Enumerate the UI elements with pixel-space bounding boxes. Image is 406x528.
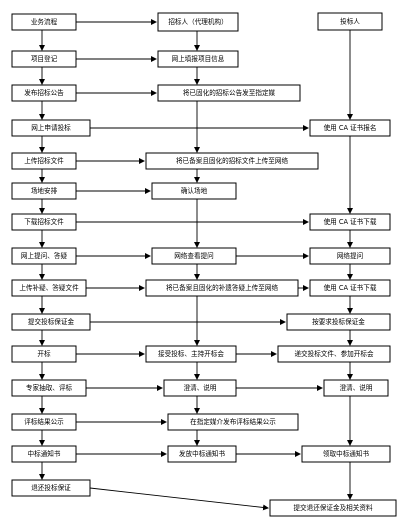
node-download-tender-doc: 下载招标文件 (24, 217, 64, 226)
node-refund-deposit-box (11, 479, 91, 497)
node-upload-tender-doc-box (11, 152, 77, 170)
node-evaluation-result: 评标结果公示 (24, 417, 64, 426)
node-online-project-info-box (157, 50, 239, 68)
node-view-questions-box (151, 247, 237, 265)
node-upload-to-network: 将已备案且固化的招标文件上传至网络 (176, 156, 288, 165)
node-expert-evaluation-box (11, 379, 87, 397)
node-submit-deposit-box (11, 313, 91, 331)
node-publish-media-box (157, 84, 301, 102)
node-confirm-venue-box (151, 182, 237, 200)
node-business-flow: 业务流程 (31, 17, 58, 26)
node-online-project-info: 网上填报项目信息 (172, 54, 225, 63)
node-clarify-agent-box (163, 379, 237, 397)
node-view-questions: 网络查看提问 (174, 251, 214, 260)
node-award-notice: 中标通知书 (28, 449, 61, 458)
node-expert-evaluation: 专家抽取、评标 (26, 383, 73, 392)
node-submit-bid-docs-box (277, 345, 391, 363)
node-ask-online-box (309, 247, 391, 265)
node-online-qa-box (11, 247, 77, 265)
node-publish-notice: 发布招标公告 (24, 88, 64, 97)
node-download-tender-doc-box (11, 213, 77, 231)
node-upload-supplement: 上传补疑、答疑文件 (19, 283, 79, 292)
node-online-apply: 网上申请投标 (31, 123, 71, 132)
node-result-media: 在指定媒介发布评标结果公示 (190, 417, 276, 426)
node-receive-award-notice-box (301, 445, 391, 463)
node-receive-award-notice: 领取中标通知书 (323, 449, 370, 458)
node-refund-documents-box (269, 499, 397, 517)
node-issue-award-notice: 发放中标通知书 (179, 449, 226, 458)
node-submit-deposit: 提交投标保证金 (28, 317, 75, 326)
node-business-flow-box (11, 13, 77, 31)
node-refund-documents: 提交退还保证金及相关资料 (293, 503, 373, 512)
node-project-registration-box (11, 50, 77, 68)
node-submit-bid-docs: 递交投标文件、参加开标会 (294, 349, 374, 358)
node-project-registration: 项目登记 (31, 54, 58, 63)
node-bidder: 投标人 (340, 17, 360, 26)
node-ca-download-box (309, 213, 391, 231)
node-upload-to-network-box (145, 152, 319, 170)
node-ca-download: 使用 CA 证书下载 (324, 217, 377, 226)
node-clarify-agent: 澄清、说明 (184, 383, 217, 392)
node-pay-deposit-box (286, 313, 391, 331)
node-ca-register-box (309, 119, 391, 137)
node-bid-opening-box (11, 345, 77, 363)
node-evaluation-result-box (11, 413, 77, 431)
node-ca-download-2-box (309, 279, 391, 297)
node-award-notice-box (11, 445, 77, 463)
node-clarify-bidder-box (323, 379, 389, 397)
node-supplement-to-network: 将已备案且固化的补遗答疑上传至网络 (166, 283, 278, 292)
arrow-refund-to-docs (89, 487, 269, 511)
node-online-apply-box (11, 119, 91, 137)
node-tenderer-agent-box (157, 12, 239, 32)
node-clarify-bidder: 澄清、说明 (340, 383, 373, 392)
node-pay-deposit: 按要求投标保证金 (312, 317, 365, 326)
node-host-opening-box (145, 345, 237, 363)
node-refund-deposit: 退还投标保证 (31, 483, 71, 492)
node-ask-online: 网络提问 (337, 251, 363, 260)
node-publish-media: 将已固化的招标公告发至指定媒 (183, 88, 276, 97)
node-publish-notice-box (11, 84, 77, 102)
node-tenderer-agent: 招标人（代理机构） (168, 17, 227, 26)
node-upload-supplement-box (11, 279, 87, 297)
node-host-opening: 接受投标、主持开标会 (158, 349, 224, 358)
node-issue-award-notice-box (167, 445, 237, 463)
node-result-media-box (167, 413, 299, 431)
flowchart-nodes: 业务流程 招标人（代理机构） 投标人 项目登记 网上填报项目信息 发布招标公告 … (11, 12, 397, 517)
connector-lines (39, 19, 353, 511)
node-venue-arrangement: 场地安排 (31, 186, 58, 195)
node-supplement-to-network-box (145, 279, 299, 297)
node-venue-arrangement-box (11, 182, 77, 200)
node-ca-register: 使用 CA 证书报名 (324, 123, 377, 132)
node-upload-tender-doc: 上传招标文件 (24, 156, 64, 165)
node-bidder-box (317, 12, 383, 31)
node-bid-opening: 开标 (37, 349, 51, 358)
node-online-qa: 网上提问、答疑 (21, 251, 68, 260)
node-ca-download-2: 使用 CA 证书下载 (324, 283, 377, 292)
node-confirm-venue: 确认场地 (181, 186, 208, 195)
